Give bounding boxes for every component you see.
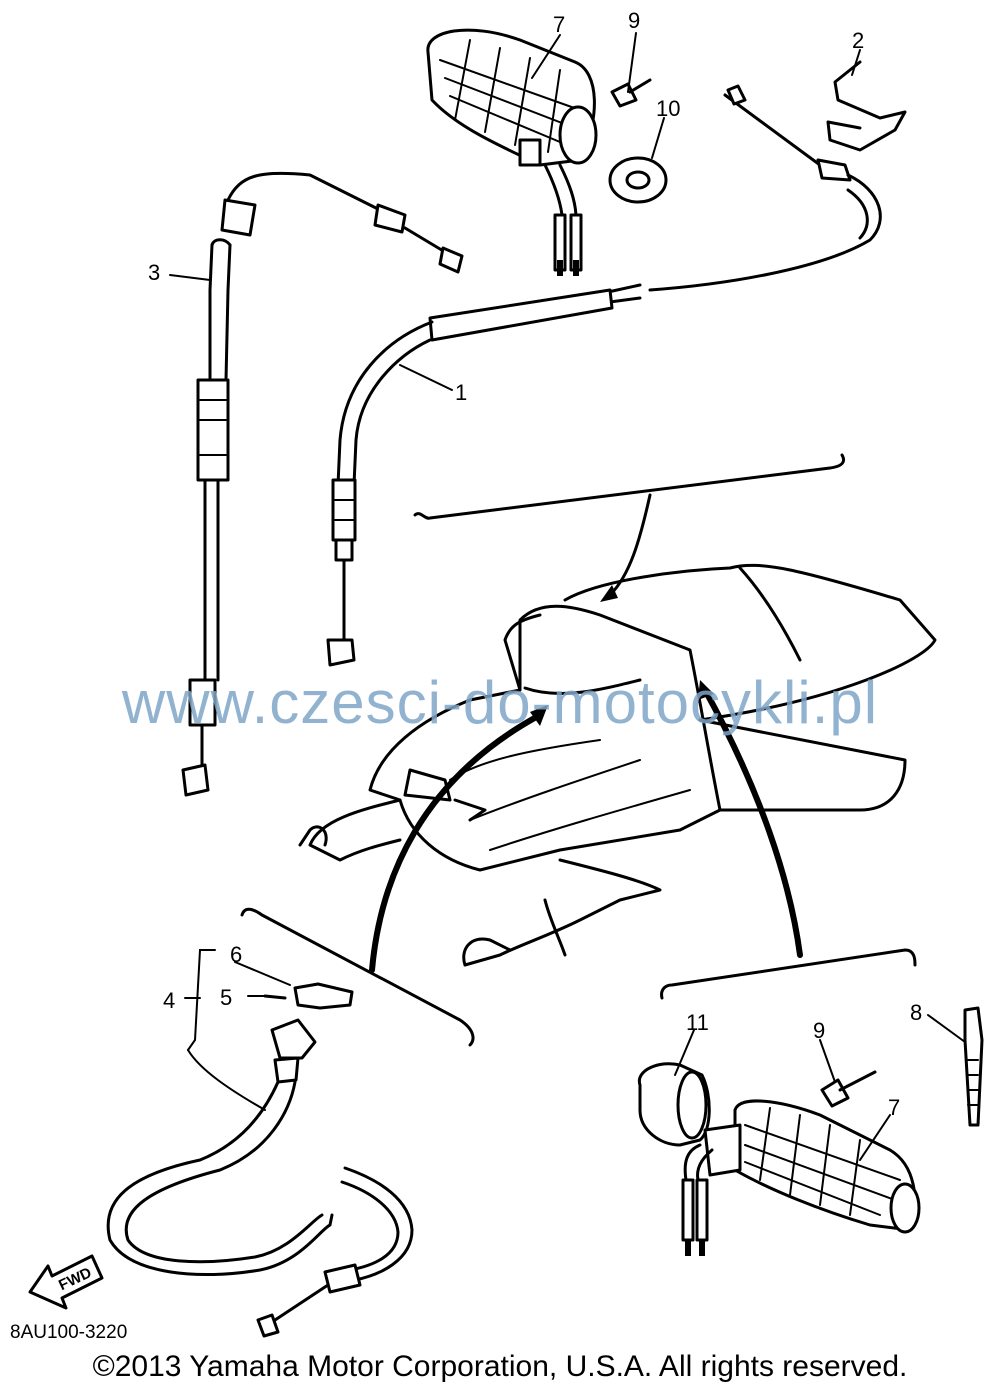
bolt-top (610, 78, 652, 108)
brake-cable (181, 171, 464, 797)
right-bracket (660, 948, 917, 1000)
callout-5: 5 (220, 985, 232, 1010)
strap (963, 1006, 984, 1127)
callout-bracket-4 (187, 949, 266, 1111)
clip (826, 60, 907, 152)
long-cable (106, 1018, 414, 1338)
callout-10: 10 (656, 96, 680, 121)
snowmobile (298, 563, 937, 967)
arrow-to-left-bracket (369, 705, 548, 973)
callout-3: 3 (148, 260, 160, 285)
throttle-grip-top (426, 28, 598, 276)
drawing-code: 8AU100-3220 (10, 1322, 127, 1343)
grip-right (681, 1099, 921, 1256)
callout-7-top: 7 (553, 12, 565, 37)
switch-parts (263, 982, 354, 1010)
callout-2: 2 (852, 28, 864, 53)
washer (608, 156, 668, 204)
fwd-arrow-icon: FWD (28, 1254, 104, 1310)
callout-4: 4 (163, 988, 175, 1013)
copyright: ©2013 Yamaha Motor Corporation, U.S.A. A… (92, 1350, 908, 1383)
top-bracket (413, 453, 845, 602)
callout-9-top: 9 (628, 8, 640, 33)
arrow-to-right-bracket (698, 680, 803, 958)
callout-8: 8 (910, 1000, 922, 1025)
collar (637, 1062, 711, 1147)
callout-9-right: 9 (813, 1018, 825, 1043)
callout-11: 11 (686, 1010, 709, 1035)
watermark: www.czesci-do-motocykli.pl (121, 669, 879, 736)
callout-7-right: 7 (888, 1095, 900, 1120)
left-bracket (240, 907, 475, 1047)
throttle-cable (326, 84, 882, 667)
callout-1: 1 (455, 380, 467, 405)
bolt-right (820, 1070, 877, 1108)
leader-lines (169, 32, 966, 1161)
callout-6: 6 (230, 942, 242, 967)
